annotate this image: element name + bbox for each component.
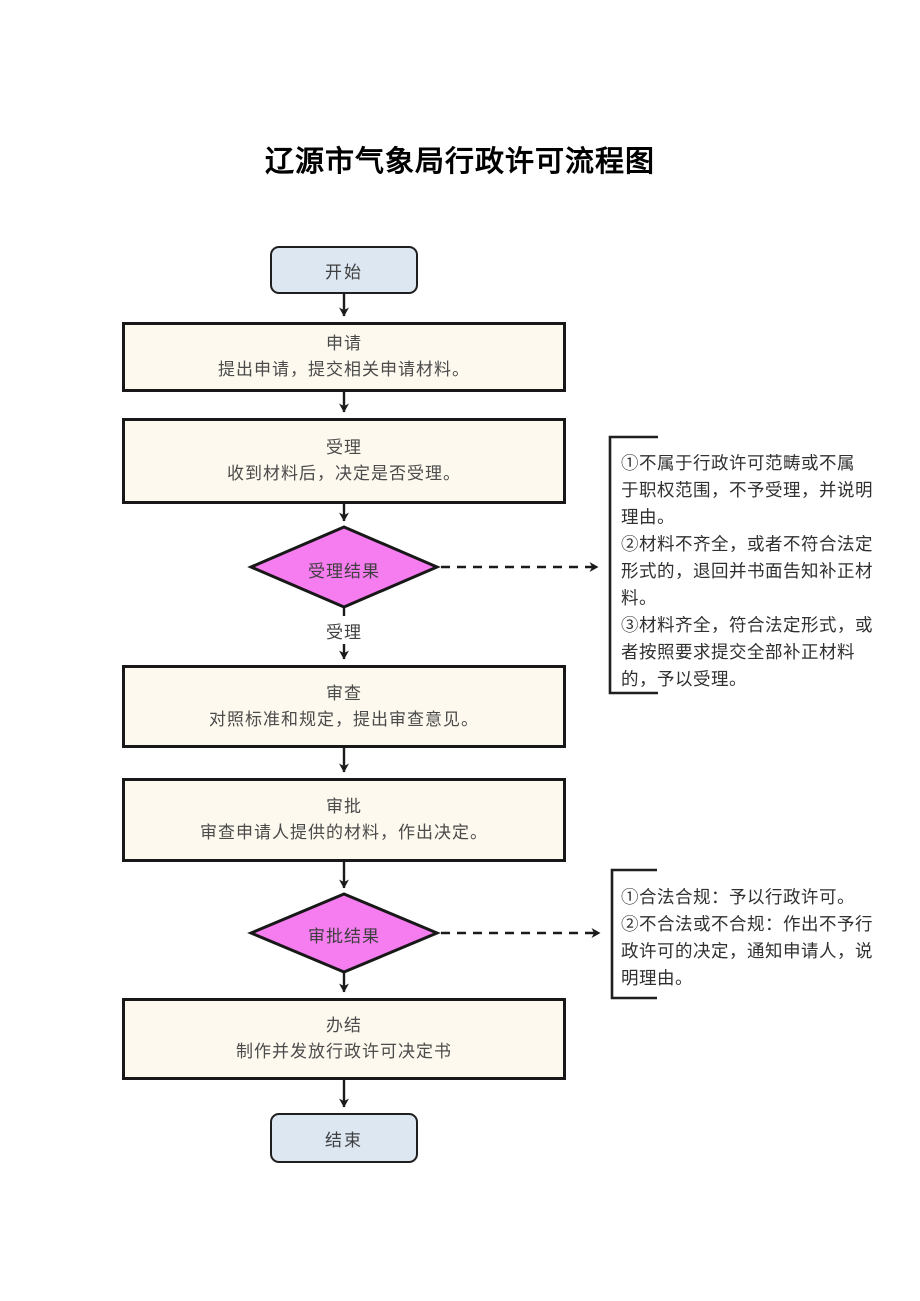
annotation-accept-rules: ①不属于行政许可范畴或不属 于职权范围，不予受理，并说明 理由。 ②材料不齐全，… — [621, 453, 873, 689]
node-complete: 办结 制作并发放行政许可决定书 — [122, 998, 566, 1080]
step-desc: 收到材料后，决定是否受理。 — [227, 464, 461, 483]
node-end: 结束 — [270, 1113, 418, 1163]
step-desc: 对照标准和规定，提出审查意见。 — [209, 709, 479, 729]
decision-label-accept-result: 受理结果 — [308, 562, 380, 581]
step-title: 受理 — [326, 438, 362, 457]
node-approve: 审批 审查申请人提供的材料，作出决定。 — [122, 778, 566, 862]
node-accept: 受理 收到材料后，决定是否受理。 — [122, 418, 566, 504]
start-label: 开始 — [325, 262, 363, 282]
node-apply: 申请 提出申请，提交相关申请材料。 — [122, 322, 566, 392]
decision-label-approve-result: 审批结果 — [308, 927, 380, 946]
page-title: 辽源市气象局行政许可流程图 — [264, 146, 655, 178]
step-desc: 提出申请，提交相关申请材料。 — [218, 360, 470, 379]
node-start: 开始 — [270, 246, 418, 294]
step-title: 审批 — [326, 797, 362, 816]
annotation-approve-rules: ①合法合规：予以行政许可。 ②不合法或不合规：作出不予行 政许可的决定，通知申请… — [621, 887, 873, 988]
node-review: 审查 对照标准和规定，提出审查意见。 — [122, 665, 566, 748]
step-title: 审查 — [326, 683, 362, 703]
step-title: 申请 — [326, 334, 362, 353]
step-desc: 审查申请人提供的材料，作出决定。 — [200, 823, 488, 842]
step-title: 办结 — [326, 1016, 362, 1035]
end-label: 结束 — [325, 1130, 363, 1150]
branch-label-accepted: 受理 — [326, 623, 362, 642]
step-desc: 制作并发放行政许可决定书 — [236, 1042, 452, 1061]
